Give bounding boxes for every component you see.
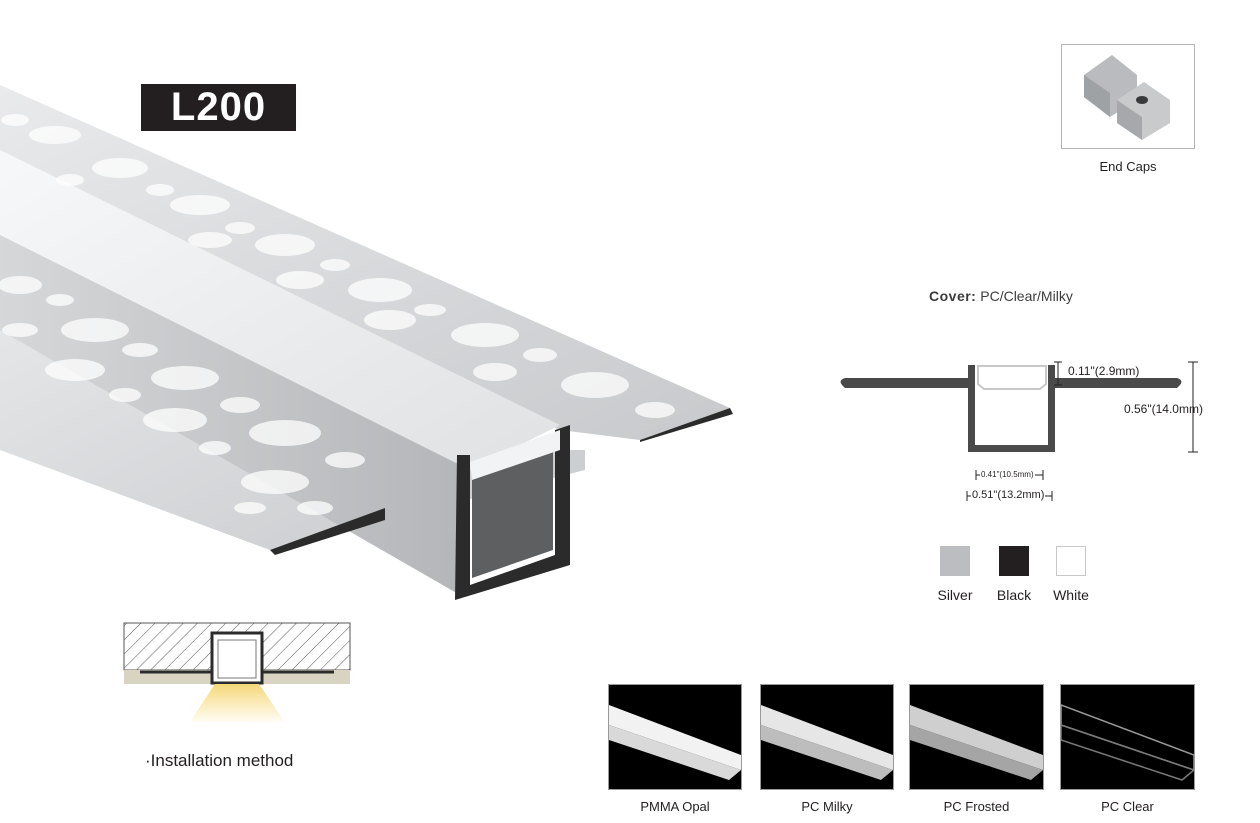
diffuser-label-pc-clear: PC Clear — [1101, 799, 1154, 814]
dimension-lip-height: 0.11"(2.9mm) — [1068, 364, 1140, 378]
dimension-outer-width: 0.51"(13.2mm) — [971, 489, 1046, 501]
color-label-black: Black — [996, 587, 1032, 603]
cover-spec-value: PC/Clear/Milky — [980, 288, 1073, 304]
diffuser-label-pc-frosted: PC Frosted — [943, 799, 1010, 814]
color-label-silver: Silver — [937, 587, 973, 603]
cover-spec: Cover: PC/Clear/Milky — [929, 288, 1073, 304]
diffuser-pmma-opal-image — [608, 684, 742, 790]
cover-spec-label: Cover: — [929, 288, 977, 304]
color-swatch-black — [999, 546, 1029, 576]
installation-diagram — [123, 622, 351, 722]
dimension-total-height: 0.56"(14.0mm) — [1124, 402, 1203, 416]
end-caps-image — [1061, 44, 1195, 149]
model-badge: L200 — [141, 84, 296, 131]
color-label-white: White — [1053, 587, 1089, 603]
diffuser-pc-frosted-image — [909, 684, 1044, 790]
diffuser-pc-clear-image — [1060, 684, 1195, 790]
diffuser-label-pmma-opal: PMMA Opal — [640, 799, 710, 814]
end-caps-caption: End Caps — [1099, 159, 1157, 174]
color-swatch-silver — [940, 546, 970, 576]
installation-method-label: ·Installation method — [145, 751, 294, 770]
cross-section-diagram — [840, 361, 1198, 501]
profile-product-image — [0, 85, 733, 600]
diffuser-label-pc-milky: PC Milky — [801, 799, 853, 814]
color-swatch-white — [1056, 546, 1086, 576]
dimension-inner-width: 0.41"(10.5mm) — [980, 470, 1035, 479]
diffuser-pc-milky-image — [760, 684, 894, 790]
